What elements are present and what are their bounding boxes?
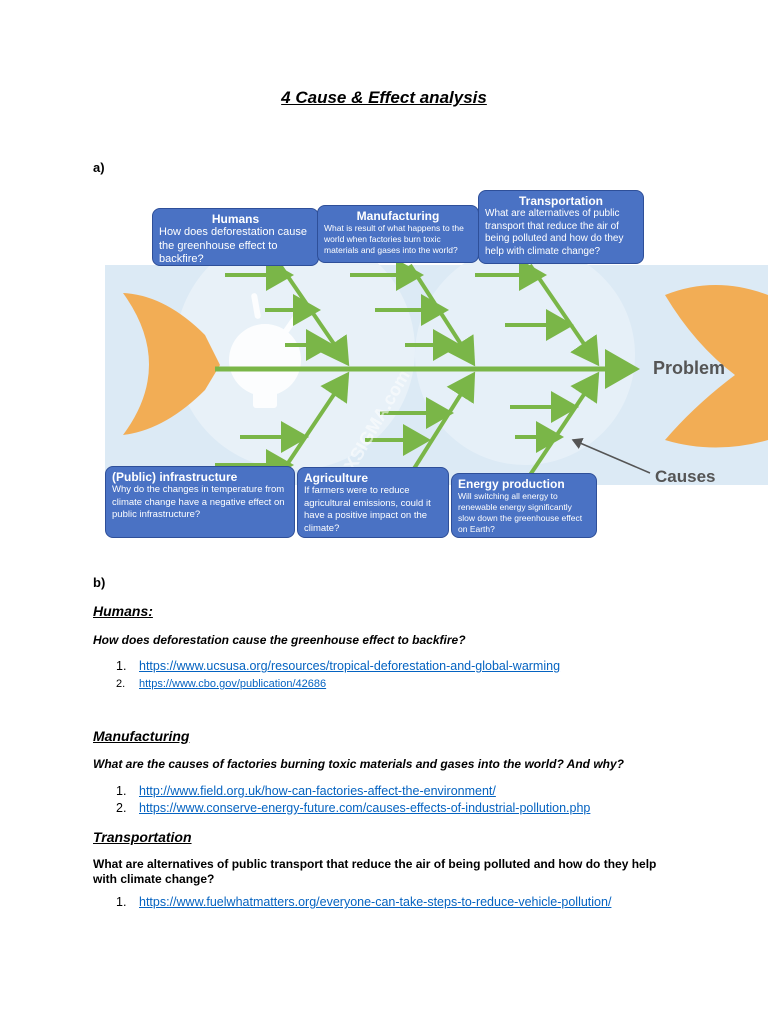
section-question-humans: How does deforestation cause the greenho… [93,633,466,647]
section-question-transportation: What are alternatives of public transpor… [93,857,657,886]
box-body: If farmers were to reduce agricultural e… [304,485,431,534]
reference-link[interactable]: https://www.ucsusa.org/resources/tropica… [139,659,561,673]
bones [215,259,600,481]
energy-production-box: Energy production Will switching all ene… [451,473,597,538]
box-body: How does deforestation cause the greenho… [159,226,307,265]
reference-link[interactable]: https://www.cbo.gov/publication/42686 [139,678,327,690]
reference-link[interactable]: https://www.fuelwhatmatters.org/everyone… [139,895,612,909]
box-title: (Public) infrastructure [112,470,238,484]
list-item: 1. https://www.ucsusa.org/resources/tropi… [116,659,560,673]
causes-label: Causes [655,467,715,486]
part-b-label: b) [93,575,106,590]
box-body: Why do the changes in temperature from c… [112,484,285,520]
section-heading-transportation: Transportation [93,829,192,845]
reference-link[interactable]: https://www.conserve-energy-future.com/c… [139,801,591,815]
problem-label: Problem [653,358,725,378]
humans-box: Humans How does deforestation cause the … [152,208,319,266]
page-title: 4 Cause & Effect analysis [281,88,487,107]
list-number: 1. [116,895,127,909]
list-item: 2. https://www.cbo.gov/publication/42686 [116,678,326,690]
fishbone-diagram: SIXSIGMA.com Problem Causes Humans How d… [105,185,768,538]
infrastructure-box: (Public) infrastructure Why do the chang… [105,466,295,538]
list-number: 1. [116,784,127,798]
decor-circle [415,245,635,465]
part-a-label: a) [93,160,105,175]
list-item: 1. https://www.fuelwhatmatters.org/everyo… [116,895,611,909]
box-body: What are alternatives of public transpor… [485,208,624,257]
box-body: Will switching all energy to renewable e… [458,491,583,534]
box-title: Manufacturing [356,209,440,223]
list-number: 1. [116,659,127,673]
box-title: Energy production [458,477,565,491]
section-heading-manufacturing: Manufacturing [93,728,190,744]
box-body: What is result of what happens to the wo… [324,223,464,255]
box-title: Humans [211,212,260,226]
list-number: 2. [116,801,127,815]
fish-head [665,285,768,448]
list-number: 2. [116,678,126,690]
box-title: Agriculture [304,471,369,485]
manufacturing-box: Manufacturing What is result of what hap… [317,205,479,263]
list-item: 2. https://www.conserve-energy-future.com… [116,801,590,815]
section-heading-humans: Humans: [93,603,153,619]
box-title: Transportation [518,194,603,208]
section-question-manufacturing: What are the causes of factories burning… [93,757,624,771]
fish-tail [123,293,220,435]
agriculture-box: Agriculture If farmers were to reduce ag… [297,467,449,538]
reference-link[interactable]: http://www.field.org.uk/how-can-factorie… [139,784,496,798]
transportation-box: Transportation What are alternatives of … [478,190,644,264]
causes-pointer [571,438,651,474]
list-item: 1. http://www.field.org.uk/how-can-factor… [116,784,496,798]
